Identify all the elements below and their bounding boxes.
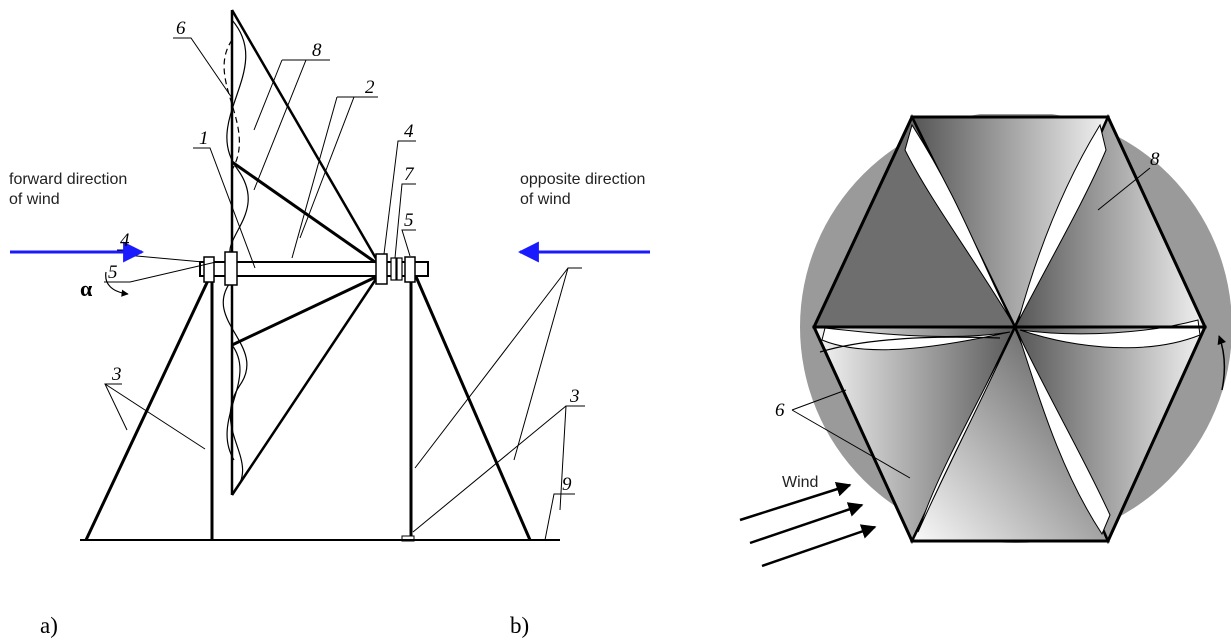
label-3-left: 3	[111, 364, 122, 385]
opposite-wind-label-line1: opposite direction	[520, 171, 645, 188]
label-6-top-view: 6	[775, 400, 785, 421]
figure-a-text: forward direction of wind opposite direc…	[9, 18, 645, 638]
angle-alpha-label: α	[80, 276, 93, 301]
sail-top-edge	[230, 9, 380, 263]
caption-b: b)	[510, 613, 529, 638]
bearing-5-left	[203, 256, 215, 283]
label-8: 8	[312, 40, 322, 61]
bearing-5-right	[404, 256, 416, 283]
gear-7-b	[396, 257, 403, 281]
figure-b-text: 8 6 Wind b)	[510, 149, 1160, 638]
circle-top-clip	[790, 60, 1231, 114]
label-7: 7	[404, 164, 415, 185]
forward-wind-label-line1: forward direction	[9, 171, 127, 188]
wind-arrow-1	[739, 481, 852, 522]
wind-arrow-2	[749, 502, 864, 545]
bearing-4-right	[375, 253, 388, 285]
rotation-arrow	[1217, 335, 1227, 391]
sail-membrane-upper-2	[223, 39, 240, 171]
base-foot	[401, 535, 415, 542]
membrane-gap-2	[1017, 123, 1107, 323]
label-5-left: 5	[108, 262, 118, 283]
label-6: 6	[176, 18, 186, 39]
label-5-right: 5	[404, 210, 414, 231]
figure-a-side-view	[10, 9, 650, 542]
label-3-right: 3	[569, 386, 580, 407]
figure-b-leaders	[791, 167, 1151, 479]
membrane-gap-5	[917, 332, 1013, 533]
sail-lower-rib	[231, 274, 379, 347]
membrane-gap-1	[904, 123, 1013, 323]
label-2: 2	[365, 77, 375, 98]
label-4-right: 4	[404, 121, 414, 142]
opposite-wind-label-line2: of wind	[520, 191, 571, 208]
sail-membrane-lower	[222, 279, 248, 493]
label-9: 9	[562, 474, 572, 495]
bearing-4-left	[224, 251, 238, 286]
label-4-left: 4	[120, 230, 130, 251]
sail-curve-lower-left	[819, 336, 1001, 353]
forward-wind-label-line2: of wind	[9, 191, 60, 208]
leader-lines	[104, 37, 585, 541]
membrane-gap-6	[821, 327, 1011, 351]
sail-membrane-upper	[226, 19, 249, 263]
label-8-top-view: 8	[1150, 149, 1160, 170]
membrane-gap-4	[1017, 332, 1111, 536]
caption-a: a)	[40, 613, 58, 638]
horizontal-shaft	[199, 261, 429, 277]
angle-alpha-arc	[105, 271, 129, 297]
wind-label: Wind	[782, 474, 818, 491]
gear-7-a	[390, 257, 397, 281]
wind-arrow-3	[761, 524, 877, 568]
sail-bottom-edge	[230, 275, 380, 496]
sail-membrane-lower-2	[226, 344, 241, 461]
label-1: 1	[199, 128, 209, 149]
sail-upper-rib	[231, 160, 376, 264]
wind-arrows	[739, 481, 877, 568]
right-outer-strut	[412, 271, 532, 541]
left-outer-strut	[84, 271, 214, 541]
figure-b-top-view	[739, 60, 1231, 568]
